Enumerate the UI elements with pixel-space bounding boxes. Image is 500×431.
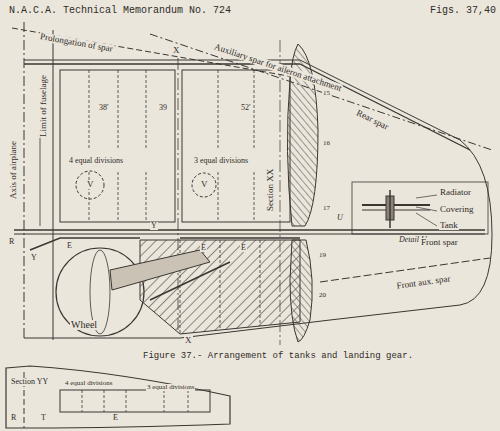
callout-number: V — [86, 180, 95, 189]
callout-number: E — [112, 414, 119, 422]
callout-number: R — [8, 238, 15, 246]
fuselage-limit — [53, 30, 54, 340]
part-label: 3 equal divisions — [146, 384, 195, 391]
callout-number: R — [10, 414, 17, 422]
callout-number: E — [200, 244, 207, 252]
figure-caption: Figure 37.- Arrangement of tanks and lan… — [142, 352, 414, 361]
part-label: Auxiliary spar for aileron attachment — [212, 42, 343, 94]
part-label: Section YY — [10, 378, 49, 386]
callout-number: 17 — [322, 205, 331, 212]
callout-number: 39 — [158, 104, 168, 112]
callout-number: U — [336, 214, 344, 222]
callout-number: 15 — [322, 90, 331, 97]
callout-number: E — [66, 242, 73, 250]
part-label: Front aux. spar — [395, 274, 452, 291]
part-label: Limit of fuselage — [39, 74, 48, 138]
landing-gear-strut — [110, 250, 210, 290]
wheel — [56, 248, 144, 336]
front-aux-spar — [320, 258, 490, 282]
detail-u-frame — [352, 182, 488, 234]
part-label: Figs. 37,40 — [429, 6, 497, 16]
callout-number: 20 — [318, 292, 327, 299]
axis-line — [24, 22, 25, 340]
part-label: Wheel — [70, 320, 98, 330]
part-label: Rear spar — [354, 108, 391, 132]
part-label: Section XX — [266, 168, 275, 212]
rear-tank-right — [182, 70, 290, 222]
filler-cap — [76, 171, 104, 199]
callout-number: E — [240, 244, 247, 252]
callout-number: Y — [150, 222, 158, 230]
part-label: Tank — [439, 221, 459, 230]
part-label: Radiator — [439, 188, 472, 197]
rear-tank-left — [60, 70, 175, 222]
header-title: N.A.C.A. Technical Memorandum No. 724 — [8, 6, 232, 16]
wing-outline — [24, 60, 492, 338]
part-label: Front spar — [420, 238, 459, 247]
callout-number: X — [184, 336, 193, 345]
callout-number: 16 — [322, 140, 331, 147]
part-label: Axis of airplane — [9, 140, 18, 200]
callout-number: V — [200, 180, 209, 189]
part-label: 4 equal divisions — [68, 157, 124, 165]
part-label: 4 equal divisions — [64, 380, 113, 387]
part-label: Covering — [439, 205, 475, 214]
part-label: 3 equal divisions — [193, 157, 249, 165]
callout-number: 38' — [98, 104, 109, 112]
callout-number: T — [40, 414, 47, 422]
callout-number: 19 — [318, 252, 327, 259]
callout-number: 52' — [240, 104, 251, 112]
front-tank — [140, 240, 300, 334]
callout-number: X — [172, 46, 181, 55]
section-yy — [6, 366, 230, 428]
filler-cap — [192, 173, 216, 197]
part-label: Prolongation of spar — [38, 32, 114, 54]
callout-number: Y — [30, 254, 38, 262]
aux-spar — [150, 34, 492, 150]
front-spar — [14, 229, 485, 230]
